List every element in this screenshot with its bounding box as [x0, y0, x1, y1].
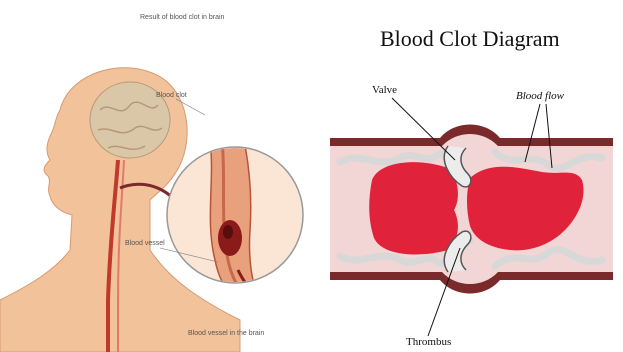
thrombus-left	[369, 162, 458, 254]
label-blood-flow: Blood flow	[516, 90, 564, 102]
left-caption-bottom: Blood vessel in the brain	[188, 330, 264, 337]
label-blood-vessel: Blood vessel	[125, 240, 165, 247]
label-blood-clot: Blood clot	[156, 92, 187, 99]
label-valve: Valve	[372, 84, 397, 96]
label-thrombus: Thrombus	[406, 336, 451, 348]
vein-cross-section	[320, 0, 623, 352]
head-illustration-panel: Result of blood clot in brain Blood clot…	[0, 0, 320, 352]
head-illustration	[0, 0, 320, 352]
blood-clot-diagram-panel: Blood Clot Diagram Valve Blood flow Thro…	[320, 0, 623, 352]
